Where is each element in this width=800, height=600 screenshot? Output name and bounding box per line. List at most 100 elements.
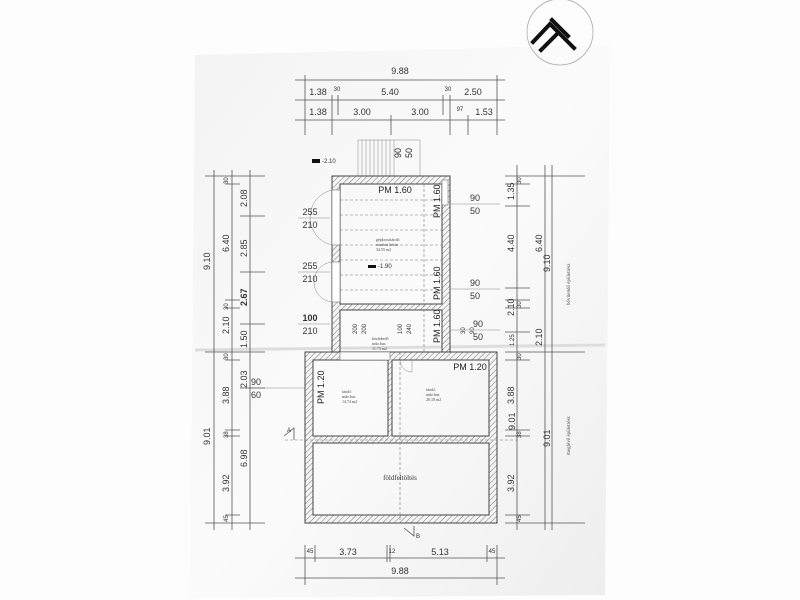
dim: 1.53 <box>475 107 493 117</box>
dim: 100 <box>398 323 404 334</box>
dim: 30 <box>224 177 230 184</box>
dim: 90 <box>473 319 483 329</box>
dim: 255 <box>302 207 317 217</box>
paper-fold <box>194 343 606 352</box>
dim: 12 <box>389 549 396 555</box>
dim-total-bottom: 9.88 <box>391 566 409 576</box>
dim: 9.10 <box>202 252 212 270</box>
dim: 90 <box>470 193 480 203</box>
room-area: 14.74 m2 <box>342 399 357 404</box>
dim-total-top: 9.88 <box>391 66 409 76</box>
room-name: tároló <box>426 387 435 392</box>
room-area: 11.73 m2 <box>372 346 387 351</box>
existing-building: PM 1.20 PM 1.20 tároló műz.bur. 14.74 m2… <box>285 351 520 524</box>
dim: 3.73 <box>339 547 357 557</box>
dim: 45 <box>489 549 496 555</box>
dim: 2.10 <box>506 298 516 316</box>
dim: 3.88 <box>221 386 231 404</box>
dim: 3.92 <box>221 474 231 492</box>
dim: 2.10 <box>221 316 231 334</box>
top-dimensions: 9.88 1.38 30 5.40 30 2.50 1.38 3.00 3.00… <box>295 66 505 135</box>
dim: 60 <box>251 390 261 400</box>
dim: 90 <box>251 377 261 387</box>
section-b: B <box>416 534 420 540</box>
dim: 6.40 <box>534 234 544 252</box>
dim: 2.08 <box>239 189 249 207</box>
dim: 30 <box>224 303 230 310</box>
dim: 90 <box>470 327 476 334</box>
room-area: 20.18 m2 <box>426 397 441 402</box>
level-garage: -1.90 <box>378 264 392 270</box>
room-name: gépkocsitároló <box>376 237 400 242</box>
dim: 3.92 <box>506 474 516 492</box>
dim: 38 <box>517 431 523 438</box>
room-area: 34.55 m2 <box>376 247 391 252</box>
dim: 200 <box>353 323 359 334</box>
dim: 90 <box>393 148 403 158</box>
dim: 9.01 <box>507 412 517 430</box>
dim: 30 <box>461 327 467 334</box>
level-pm: PM 1.60 <box>432 184 442 218</box>
level-pm: PM 1.60 <box>432 266 442 300</box>
dim: 50 <box>470 206 480 216</box>
dim: 200 <box>362 323 368 334</box>
level-pm: PM 1.60 <box>378 185 412 195</box>
room-name: tároló <box>342 389 351 394</box>
room-finish: műz.bur. <box>372 341 386 346</box>
dim: 97 <box>457 107 464 113</box>
dim: 2.50 <box>464 87 482 97</box>
dim: 100 <box>302 313 317 323</box>
dim: 90 <box>470 278 480 288</box>
dim: 45 <box>517 515 523 522</box>
room-finish: műz.bur. <box>342 394 356 399</box>
dim: 9.10 <box>542 254 552 272</box>
dim: 9.01 <box>542 429 552 447</box>
level-pm: PM 1.60 <box>432 309 442 343</box>
dim: 3.00 <box>411 107 429 117</box>
logo <box>526 0 594 66</box>
dim: 1.38 <box>309 87 327 97</box>
section-markers: A B <box>283 427 420 540</box>
dim: 1.50 <box>239 330 249 348</box>
section-a: A <box>287 428 291 434</box>
room-finish: simított beton <box>376 242 398 247</box>
dim: 3.88 <box>506 386 516 404</box>
dim: 210 <box>302 274 317 284</box>
dim: 2.10 <box>534 328 544 346</box>
garage-building: PM 1.60 PM 1.60 PM 1.60 PM 1.60 gépkocsi… <box>309 175 476 353</box>
dim: 30 <box>224 353 230 360</box>
room-name: közlekedő <box>372 336 388 341</box>
bottom-dimensions: 45 3.73 12 5.13 45 9.88 <box>295 545 505 585</box>
zone-label-extension: bővítendő épületrész <box>567 263 572 305</box>
dim: 210 <box>302 220 317 230</box>
dim: 3.00 <box>353 107 371 117</box>
paper <box>190 45 610 598</box>
dim: 9.01 <box>202 427 212 445</box>
dim: 240 <box>407 323 413 334</box>
dim: 30 <box>517 301 523 308</box>
level-pm: PM 1.20 <box>453 362 487 372</box>
dim: 5.13 <box>431 547 449 557</box>
opening-labels: 255 210 255 210 100 210 90 60 90 50 90 5… <box>248 193 500 400</box>
dim: 30 <box>445 87 452 93</box>
dim: 1.25 <box>510 334 516 346</box>
dim: 30 <box>517 177 523 184</box>
dim: 30 <box>334 87 341 93</box>
dim: 45 <box>224 515 230 522</box>
right-dimensions: 30 1.35 4.40 2.10 30 1.25 30 3.88 38 3.9… <box>505 165 585 530</box>
dim: 1.35 <box>506 182 516 200</box>
dim: 6.40 <box>221 234 231 252</box>
dim: 1.38 <box>309 107 327 117</box>
zone-label-existing: meglévő épületrész <box>567 415 572 455</box>
dim: 2.85 <box>239 239 249 257</box>
dim: 2.67 <box>239 288 249 306</box>
level-pm: PM 1.20 <box>316 370 326 404</box>
dim: 5.40 <box>381 87 399 97</box>
stair: 90 50 -2.10 <box>312 139 421 177</box>
left-dimensions: 9.10 9.01 30 6.40 30 2.10 30 3.88 38 3.9… <box>202 170 265 530</box>
level-entry: -2.10 <box>322 159 336 165</box>
dim: 50 <box>470 291 480 301</box>
dim: 6.98 <box>239 449 249 467</box>
